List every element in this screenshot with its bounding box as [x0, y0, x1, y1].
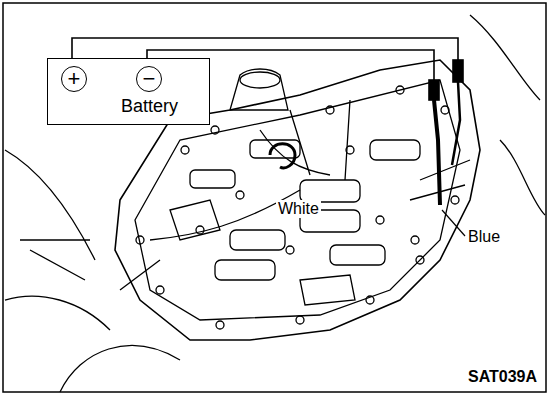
figure-code: SAT039A: [466, 368, 539, 386]
bolt-head: [196, 226, 204, 234]
battery-terminal: +: [61, 66, 87, 92]
bolt-head: [451, 196, 459, 204]
bolt-head: [286, 246, 294, 254]
probe-clip: [429, 80, 439, 100]
leader-line: [442, 210, 465, 236]
solenoid-group: [120, 100, 470, 305]
terminal-sign: +: [68, 68, 81, 90]
housing-outline: [5, 15, 545, 392]
probe-wire: [452, 82, 460, 165]
bolt-head: [181, 146, 189, 154]
bolt-head: [366, 296, 374, 304]
wire-color-label: Blue: [466, 228, 502, 246]
valve-body-outline: [115, 60, 480, 340]
bolt-head: [211, 126, 219, 134]
probe-clip: [453, 60, 463, 82]
bolt-head: [236, 191, 244, 199]
bolt-head: [216, 321, 224, 329]
terminal-sign: −: [143, 68, 156, 90]
bolt-head: [156, 286, 164, 294]
battery-terminal: −: [136, 66, 162, 92]
bolt-head: [346, 146, 354, 154]
bolt-head: [136, 236, 144, 244]
figure-frame: [3, 3, 546, 392]
bolt-head: [396, 86, 404, 94]
bolt-head: [411, 236, 419, 244]
battery-label: Battery: [121, 97, 178, 115]
bolt-head: [296, 316, 304, 324]
lever: [120, 160, 470, 290]
boss-top: [240, 72, 280, 88]
bolt-head: [416, 256, 424, 264]
battery-box: Battery + −: [47, 58, 210, 125]
wire-color-label: White: [276, 200, 321, 218]
bolt-head: [376, 216, 384, 224]
probe-wire: [434, 100, 440, 205]
bolt-head: [441, 106, 449, 114]
bolt-head: [326, 106, 334, 114]
